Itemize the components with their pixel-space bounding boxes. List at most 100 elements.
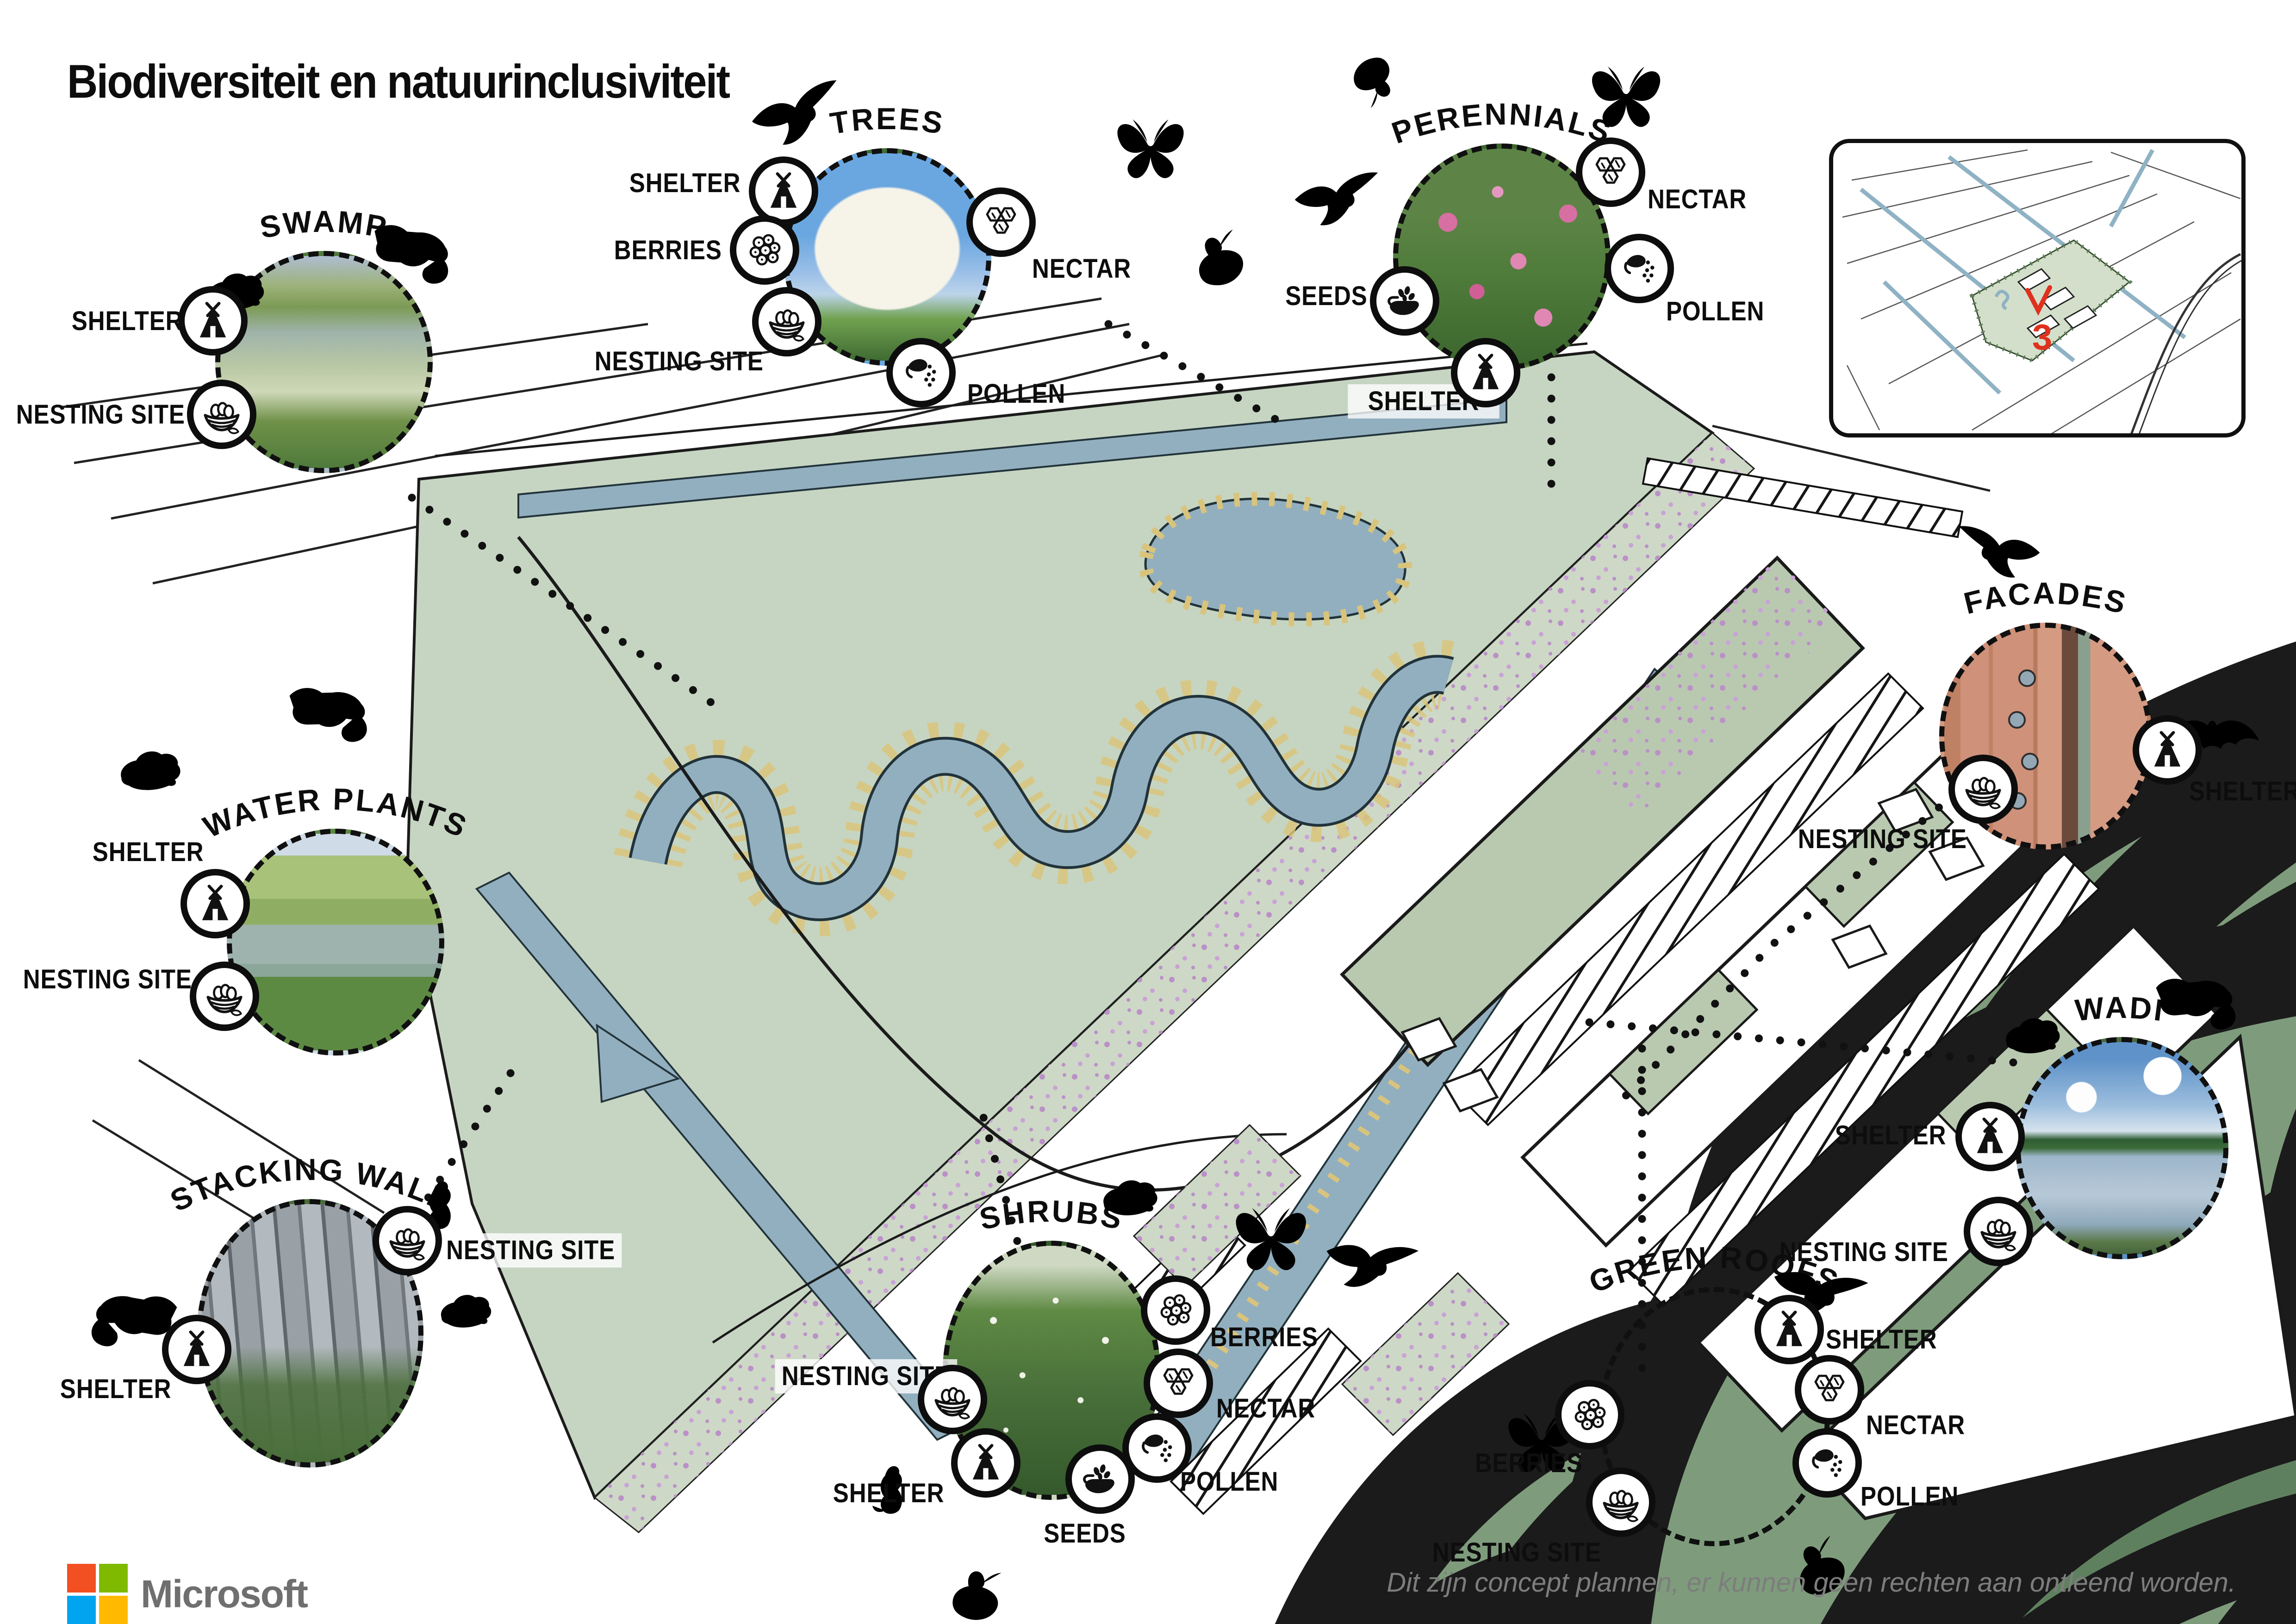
bird-silhouette [741,58,851,168]
meander-creek [614,639,1458,937]
shelter-icon [175,1328,218,1371]
honeycomb-icon [1589,150,1632,194]
badge-label: SHELTER [833,1478,944,1508]
wildflower-verge [593,431,1755,1533]
badge-label: NESTING SITE [16,400,185,430]
nest-icon [765,300,809,344]
nest-icon [203,974,246,1018]
seeds-icon [1078,1457,1122,1501]
badge-shelter [1755,1295,1824,1364]
shelter-icon [2146,728,2189,772]
nest-icon [200,393,243,436]
frog-silhouette [1997,1002,2064,1069]
pollen-icon [1805,1441,1849,1485]
badge-label: SHELTER [629,168,740,198]
nest-icon [1961,768,2005,811]
svg-text:TREES: TREES [828,101,946,141]
seeds-icon [1383,279,1426,323]
callout-title-facades: FACADES [1960,576,2129,620]
badge-label: SHELTER [1348,384,1500,418]
microsoft-wordmark: Microsoft [141,1572,308,1616]
badge-berries [1555,1380,1624,1449]
badge-label: POLLEN [1666,296,1765,326]
shelter-icon [964,1441,1008,1485]
shelter-icon [191,299,235,343]
newt-silhouette [276,658,381,763]
badge-label: SHELTER [92,837,204,867]
nest-icon [386,1219,429,1262]
butterfly-silhouette [1226,1194,1312,1280]
svg-text:PERENNIALS: PERENNIALS [1388,97,1617,150]
photo-facades [1939,623,2152,849]
photo-wadi [2016,1037,2228,1259]
badge-nectar [1795,1355,1864,1424]
leader-dotted-lines [408,320,2017,1372]
badge-label: NECTAR [1032,254,1132,284]
badge-nesting-site [918,1365,987,1434]
shelter-icon [193,882,237,925]
frog-silhouette [1095,1164,1162,1231]
inset-marker-number: 3 [2032,317,2052,357]
disclaimer-text: Dit zijn concept plannen, er kunnen geen… [1387,1568,2236,1598]
shelter-icon [762,169,805,213]
badge-label: SHELTER [2189,776,2296,806]
badge-label: SHELTER [71,306,183,336]
facade-nest-holes [2008,669,2039,810]
inset-site [1969,237,2133,363]
badge-nectar [1576,137,1645,207]
badge-nesting-site [1948,755,2018,824]
badge-shelter [1955,1102,2025,1171]
badge-label: NESTING SITE [23,964,192,994]
butterfly-silhouette [1583,53,1666,137]
shelter-icon [1767,1308,1811,1351]
pollen-icon [1135,1426,1179,1470]
badge-berries [730,215,799,285]
badge-shelter [162,1315,231,1384]
badge-pollen [1792,1428,1862,1498]
badge-nesting-site [187,380,256,449]
badge-shelter [1451,338,1520,407]
honeycomb-icon [979,200,1023,244]
badge-berries [1141,1275,1210,1345]
badge-pollen [1605,234,1674,303]
badge-nesting-site [1964,1197,2033,1266]
location-map-inset: 3 [1829,139,2246,437]
badge-label: SHELTER [60,1374,171,1404]
badge-shelter [951,1428,1020,1498]
microsoft-logo: Microsoft [67,1564,308,1624]
canal-north [517,398,1507,519]
nest-icon [1599,1480,1643,1524]
callout-title-trees: TREES [828,101,946,141]
badge-label: NESTING SITE [594,346,764,376]
badge-label: SEEDS [1285,281,1368,311]
badge-pollen [886,338,956,407]
badge-nectar [966,187,1036,257]
callout-title-wadi: WADI [2073,990,2166,1028]
microsoft-logo-icon [67,1564,128,1624]
badge-label: BERRIES [614,235,722,265]
badge-pollen [1122,1413,1192,1483]
badge-label: NESTING SITE [440,1233,622,1268]
badge-label: POLLEN [967,379,1066,409]
badge-nectar [1144,1349,1213,1418]
badge-label: POLLEN [1860,1481,1959,1512]
svg-text:WADI: WADI [2073,990,2166,1028]
pollen-icon [1618,247,1661,290]
badge-label: SEEDS [1044,1518,1126,1549]
badge-label: BERRIES [1210,1322,1319,1352]
frog-silhouette [433,1280,495,1343]
badge-label: NESTING SITE [1798,824,1967,854]
footpaths [517,536,1445,1344]
badge-label: NECTAR [1866,1410,1966,1440]
honeycomb-icon [1808,1368,1851,1412]
badge-nesting-site [190,962,259,1031]
badge-nesting-site [1586,1468,1655,1537]
badge-seeds [1370,266,1439,336]
berries-icon [1568,1393,1612,1437]
bee-silhouette [927,1549,1018,1624]
badge-label: POLLEN [1180,1467,1279,1497]
badge-shelter [180,869,250,938]
shelter-icon [1968,1115,2012,1158]
nest-icon [1977,1210,2020,1253]
